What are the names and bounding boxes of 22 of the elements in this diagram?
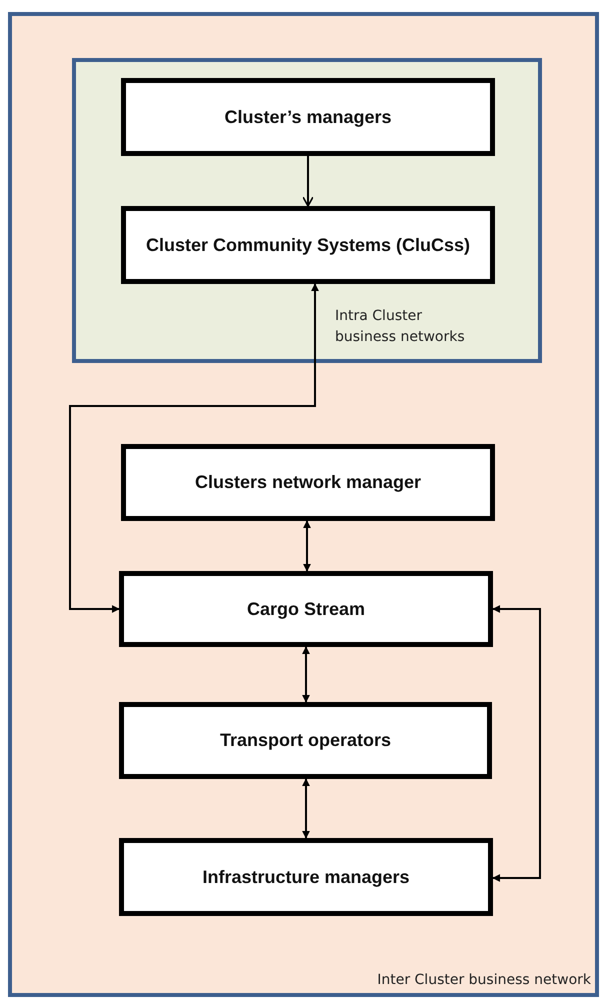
arrow <box>69 283 319 613</box>
box-label: Transport operators <box>218 729 392 752</box>
process-box <box>119 702 492 779</box>
process-box <box>121 444 495 521</box>
arrow <box>302 646 310 703</box>
box-label: Infrastructure managers <box>201 866 411 888</box>
arrow <box>303 520 311 572</box>
box-label: Cluster Community Systems (CluCss) <box>144 234 472 256</box>
arrow <box>302 778 310 839</box>
process-box <box>121 78 495 156</box>
arrow <box>492 605 541 882</box>
group-panel <box>8 12 599 997</box>
box-label: Cluster’s managers <box>223 106 393 128</box>
process-box <box>119 838 493 916</box>
process-box <box>121 206 495 284</box>
box-label: Cargo Stream <box>246 598 366 620</box>
group-label: Intra Cluster business networks <box>335 307 466 347</box>
box-label: Clusters network manager <box>194 471 422 494</box>
group-label: Inter Cluster business network <box>376 971 591 990</box>
arrow <box>302 156 314 207</box>
process-box <box>119 571 493 647</box>
group-panel <box>72 58 542 363</box>
